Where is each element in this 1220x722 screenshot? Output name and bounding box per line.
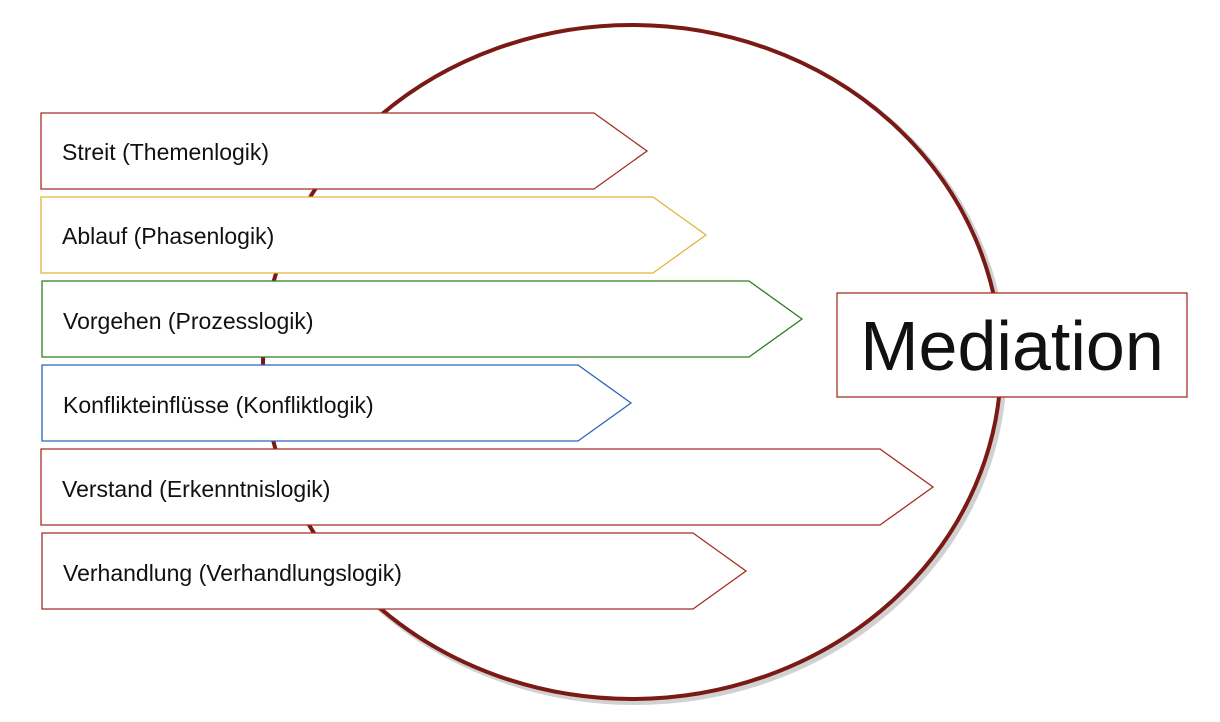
arrow-ablauf: Ablauf (Phasenlogik): [40, 196, 708, 274]
arrow-label: Streit (Themenlogik): [62, 139, 269, 165]
arrow-shape: [41, 364, 633, 442]
arrow-shape: [40, 112, 649, 190]
mediation-box: Mediation: [836, 292, 1188, 398]
arrow-label: Verstand (Erkenntnislogik): [62, 476, 330, 502]
arrow-shape: [41, 280, 804, 358]
mediation-title: Mediation: [860, 307, 1164, 385]
arrow-verhandlung: Verhandlung (Verhandlungslogik): [41, 532, 748, 610]
arrow-label: Ablauf (Phasenlogik): [62, 223, 274, 249]
arrow-shape: [40, 448, 935, 526]
arrow-label: Konflikteinflüsse (Konfliktlogik): [63, 392, 374, 418]
arrow-label: Vorgehen (Prozesslogik): [63, 308, 314, 334]
arrow-vorgehen: Vorgehen (Prozesslogik): [41, 280, 804, 358]
mediation-box-border: [836, 292, 1188, 398]
arrow-shape: [40, 196, 708, 274]
arrow-verstand: Verstand (Erkenntnislogik): [40, 448, 935, 526]
arrow-streit: Streit (Themenlogik): [40, 112, 649, 190]
arrow-label: Verhandlung (Verhandlungslogik): [63, 560, 402, 586]
arrow-shape: [41, 532, 748, 610]
arrow-konflikteinfluesse: Konflikteinflüsse (Konfliktlogik): [41, 364, 633, 442]
